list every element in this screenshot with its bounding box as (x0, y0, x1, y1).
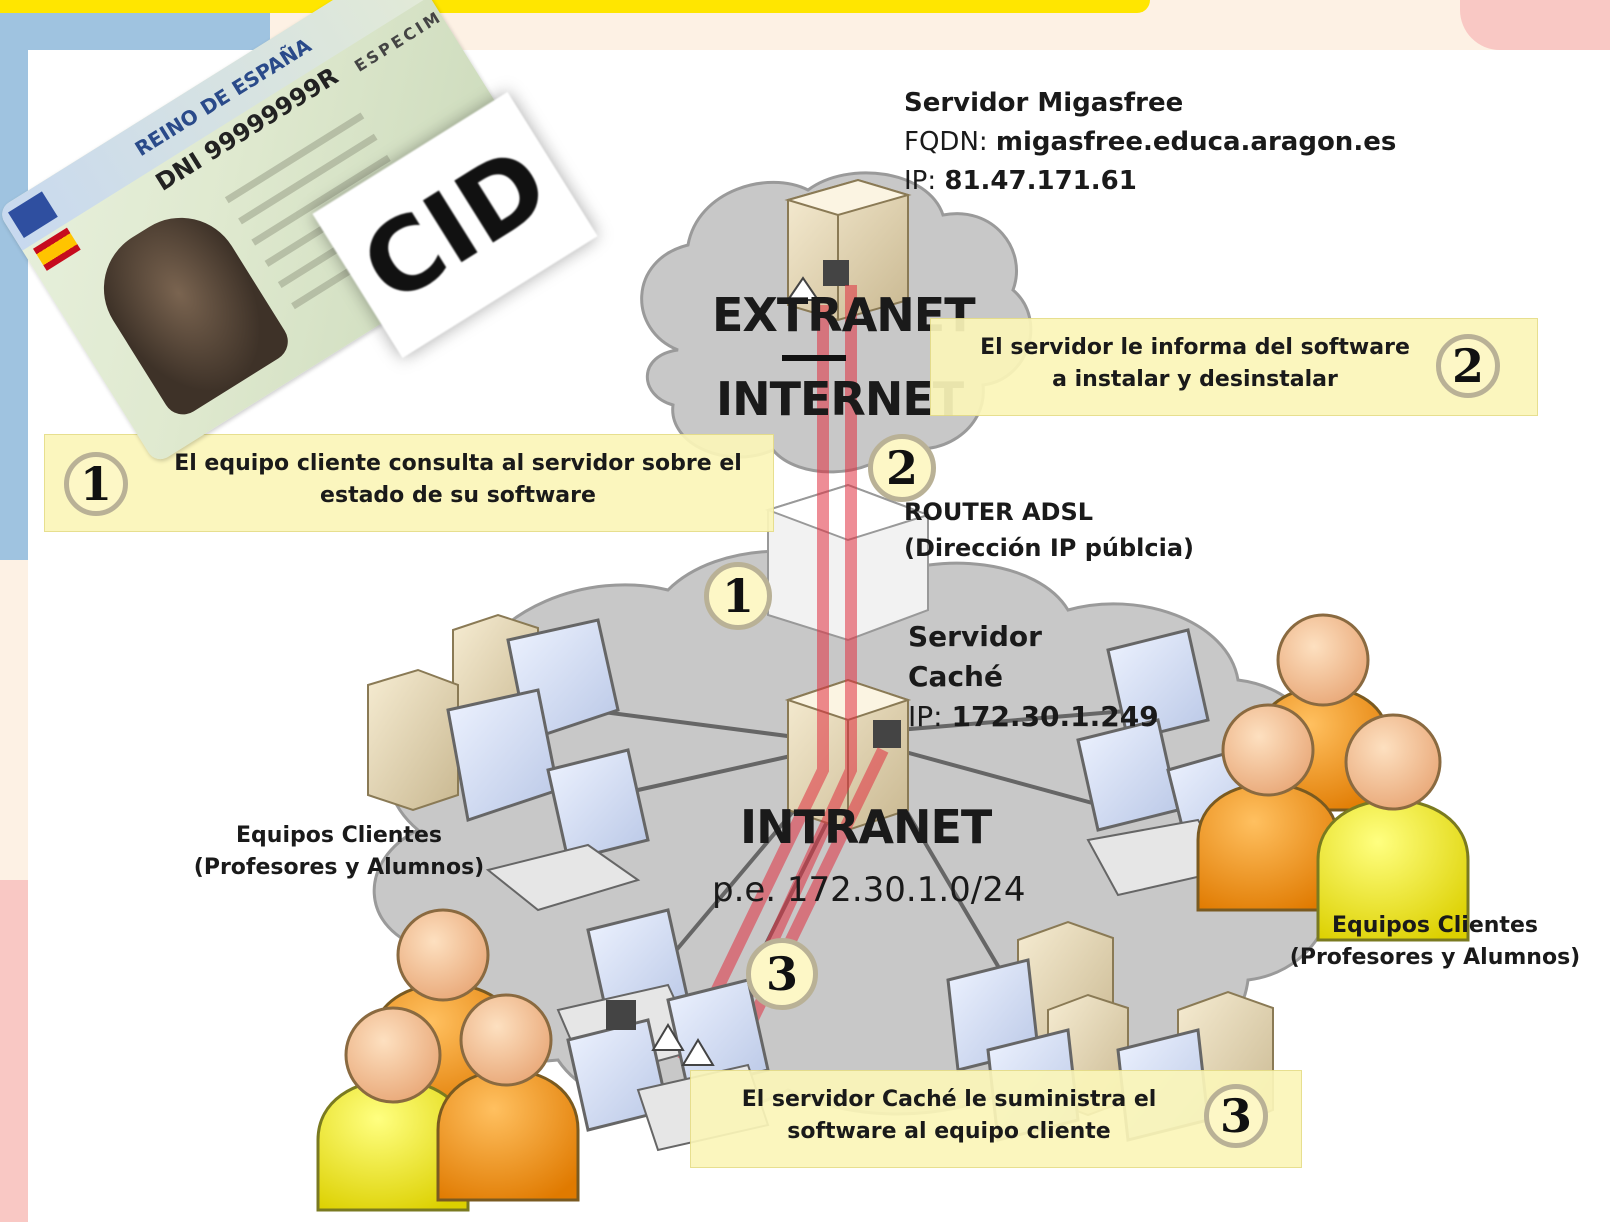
fqdn-label: FQDN: (904, 127, 996, 157)
callout-2-badge: 2 (1436, 334, 1500, 398)
network-diagram (316, 171, 1470, 1212)
path-badge-2: 2 (868, 434, 936, 502)
migasfree-fqdn: FQDN: migasfree.educa.aragon.es (904, 127, 1396, 157)
id-card-photo (81, 195, 296, 422)
clients-left-line2: (Profesores y Alumnos) (193, 855, 485, 880)
right-workstations (1076, 628, 1260, 897)
left-workstations (367, 613, 650, 912)
migasfree-title: Servidor Migasfree (904, 88, 1184, 118)
callout-3-line1: El servidor Caché le suministra el (741, 1087, 1157, 1112)
ip-value: 81.47.171.61 (944, 166, 1137, 196)
cache-ip: IP: 172.30.1.249 (908, 700, 1159, 733)
decor-pink-corner (1460, 0, 1610, 50)
cache-title-2: Caché (908, 660, 1003, 693)
clients-right-line2: (Profesores y Alumnos) (1289, 945, 1581, 970)
clients-left-label: Equipos Clientes (Profesores y Alumnos) (174, 820, 504, 884)
intranet-label: INTRANET (740, 800, 992, 854)
callout-2-line1: El servidor le informa del software (980, 335, 1410, 360)
migasfree-ip: IP: 81.47.171.61 (904, 166, 1137, 196)
decor-yellow-bar (0, 0, 1150, 13)
path-badge-1: 1 (704, 562, 772, 630)
callout-2-line2: a instalar y desinstalar (1052, 367, 1338, 392)
callout-1-line1: El equipo cliente consulta al servidor s… (174, 451, 742, 476)
people-left (316, 908, 580, 1212)
callout-1-text: El equipo cliente consulta al servidor s… (148, 448, 768, 512)
migasfree-server (784, 178, 912, 322)
callout-3-text: El servidor Caché le suministra el softw… (714, 1084, 1184, 1148)
callout-1-line2: estado de su software (320, 483, 596, 508)
router-title: ROUTER ADSL (904, 498, 1094, 526)
internet-label: INTERNET (716, 372, 964, 426)
clients-left-line1: Equipos Clientes (236, 823, 442, 848)
cache-ip-label: IP: (908, 700, 952, 733)
clients-right-label: Equipos Clientes (Profesores y Alumnos) (1270, 910, 1600, 974)
callout-step-3 (690, 1070, 1302, 1168)
path-badge-3: 3 (746, 938, 818, 1010)
cache-ip-value: 172.30.1.249 (951, 700, 1159, 733)
intranet-subnet: p.e. 172.30.1.0/24 (712, 870, 1026, 910)
people-right (1196, 613, 1470, 942)
clients-right-line1: Equipos Clientes (1332, 913, 1538, 938)
callout-3-badge: 3 (1204, 1084, 1268, 1148)
fqdn-value: migasfree.educa.aragon.es (995, 127, 1397, 157)
callout-2-text: El servidor le informa del software a in… (960, 332, 1430, 396)
cache-title-1: Servidor (908, 620, 1042, 653)
router-subtitle: (Dirección IP públcia) (904, 534, 1195, 562)
ip-label: IP: (904, 166, 945, 196)
callout-3-line2: software al equipo cliente (787, 1119, 1111, 1144)
callout-1-badge: 1 (64, 452, 128, 516)
